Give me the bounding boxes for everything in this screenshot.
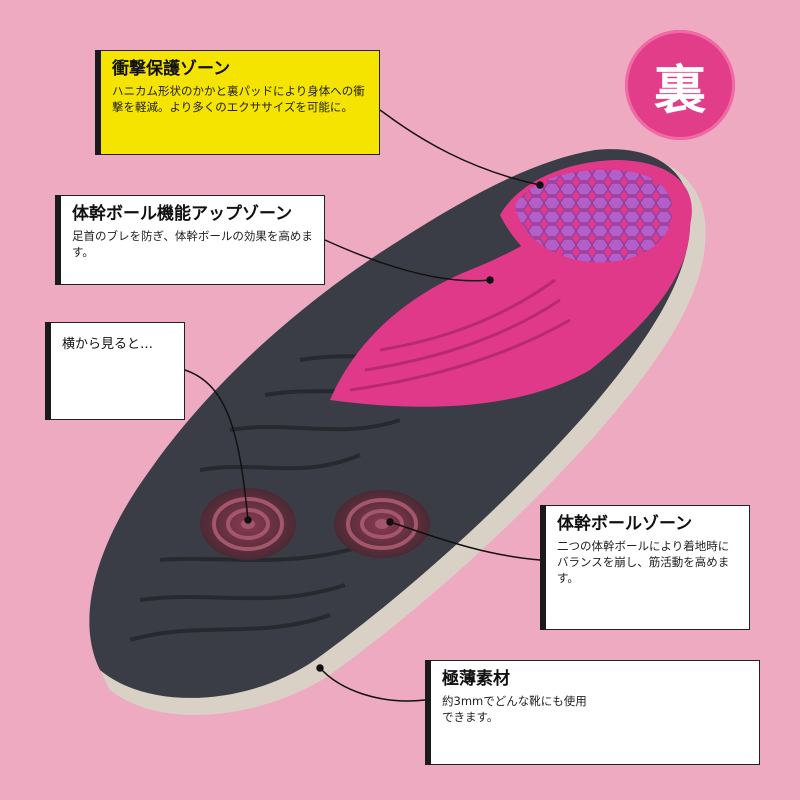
callout-title: 衝撃保護ゾーン [112, 59, 231, 79]
back-side-badge: 裏 [625, 30, 735, 140]
callout-title: 体幹ボールゾーン [557, 514, 693, 534]
callout-title: 体幹ボール機能アップゾーン [72, 204, 293, 224]
leader-lines [184, 109, 544, 702]
callout-bar [425, 660, 431, 765]
callout-core-function-zone: 体幹ボール機能アップゾーン 足首のブレを防ぎ、体幹ボールの効果を高めます。 [55, 195, 325, 285]
callout-core-ball-zone: 体幹ボールゾーン 二つの体幹ボールにより着地時にバランスを崩し、筋活動を高めます… [540, 505, 750, 630]
callout-impact-zone: 衝撃保護ゾーン ハニカム形状のかかと裏パッドにより身体への衝撃を軽減。より多くの… [95, 50, 380, 155]
callout-side-view: 横から見ると… [45, 322, 185, 420]
callout-body: 約3mmでどんな靴にも使用できます。 [442, 694, 587, 724]
callout-bar [540, 505, 546, 630]
callout-bar [45, 322, 51, 420]
badge-label: 裏 [653, 60, 706, 121]
callout-body: 二つの体幹ボールにより着地時にバランスを崩し、筋活動を高めます。 [557, 539, 730, 585]
callout-title: 横から見ると… [62, 337, 154, 352]
callout-body: 足首のブレを防ぎ、体幹ボールの効果を高めます。 [72, 229, 313, 259]
honeycomb-pad [515, 169, 673, 263]
callout-bar [55, 195, 61, 285]
callout-body: ハニカム形状のかかと裏パッドにより身体への衝撃を軽減。より多くのエクササイズを可… [112, 84, 365, 114]
callout-thin-material: 極薄素材 約3mmでどんな靴にも使用できます。 [425, 660, 760, 765]
callout-title: 極薄素材 [442, 669, 510, 689]
callout-bar [95, 50, 101, 155]
core-balls [200, 488, 430, 560]
